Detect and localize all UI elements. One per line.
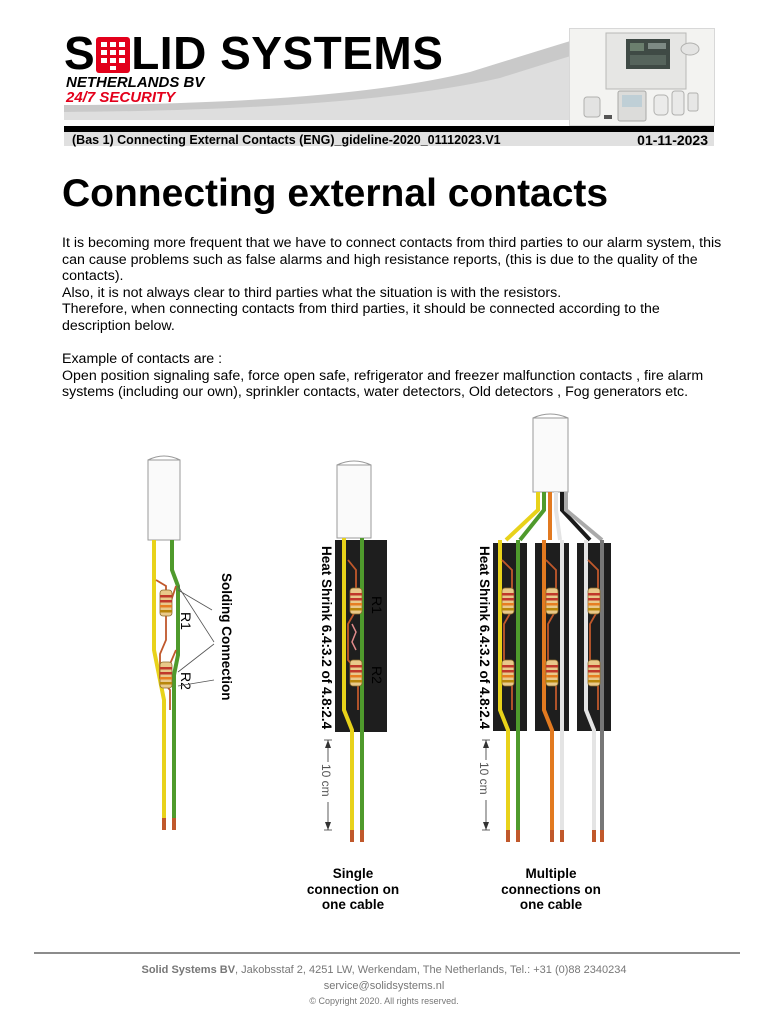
- resistor-r1-icon: [587, 587, 601, 615]
- footer-address-text: , Jakobsstaf 2, 4251 LW, Werkendam, The …: [235, 964, 627, 976]
- footer-company: Solid Systems BV: [141, 964, 236, 976]
- header-swoosh-graphic: [64, 30, 714, 120]
- solding-connection-diagram: R1 R2 Solding Connection: [147, 455, 234, 830]
- resistor-r1-icon: [545, 587, 559, 615]
- document-info-bar: (Bas 1) Connecting External Contacts (EN…: [64, 126, 714, 148]
- multiple-connection-diagram: Heat Shrink 6.4:3.2 of 4.8:2.4 10 cm: [477, 413, 611, 842]
- wiring-diagram: R1 R2 Solding Connection R1 R2 Heat Shri…: [147, 413, 611, 842]
- logo-subtitle-security: 24/7 SECURITY: [66, 89, 176, 106]
- resistor-r2-icon: [501, 659, 515, 687]
- document-reference: (Bas 1) Connecting External Contacts (EN…: [72, 133, 501, 147]
- heat-shrink-label: Heat Shrink 6.4:3.2 of 4.8:2.4: [319, 546, 334, 730]
- examples-list: Open position signaling safe, force open…: [62, 367, 704, 401]
- resistor-r2-icon: [587, 659, 601, 687]
- examples-heading: Example of contacts are :: [62, 351, 223, 367]
- single-connection-diagram: R1 R2 Heat Shrink 6.4:3.2 of 4.8:2.4 10 …: [319, 460, 387, 842]
- alarm-equipment-photo: [569, 28, 715, 126]
- footer-email-link[interactable]: service@solidsystems.nl: [323, 980, 445, 992]
- logo-wordmark: LID SYSTEMS: [131, 27, 444, 79]
- solding-connection-label: Solding Connection: [219, 573, 234, 701]
- intro-text: It is becoming more frequent that we hav…: [62, 235, 722, 334]
- resistor-r2-icon: [545, 659, 559, 687]
- heat-shrink-label: Heat Shrink 6.4:3.2 of 4.8:2.4: [477, 546, 492, 730]
- document-date: 01-11-2023: [637, 132, 708, 148]
- r2-label: R2: [178, 672, 194, 690]
- resistor-r1-icon: [349, 587, 363, 615]
- intro-paragraph-3: Therefore, when connecting contacts from…: [62, 301, 660, 334]
- r1-label: R1: [369, 596, 385, 614]
- resistor-r1-icon: [501, 587, 515, 615]
- length-label: 10 cm: [477, 762, 491, 795]
- caption-multiple-connections: Multiple connections on one cable: [501, 866, 601, 912]
- resistor-r2-icon: [159, 661, 173, 689]
- examples-text: Example of contacts are : Open position …: [62, 351, 722, 401]
- page-title: Connecting external contacts: [62, 172, 609, 215]
- length-label: 10 cm: [319, 764, 333, 797]
- footer-divider: [34, 952, 740, 954]
- resistor-r2-icon: [349, 659, 363, 687]
- resistor-r1-icon: [159, 589, 173, 617]
- r1-label: R1: [178, 612, 194, 630]
- footer-copyright: © Copyright 2020. All rights reserved.: [309, 996, 459, 1006]
- page-header: S LID SYSTEMS NETHERLANDS BV 24/7 SECURIT…: [0, 0, 768, 150]
- caption-single-connection: Single connection on one cable: [306, 866, 400, 912]
- intro-paragraph-2: Also, it is not always clear to third pa…: [62, 284, 562, 301]
- intro-paragraph-1: It is becoming more frequent that we hav…: [62, 235, 722, 284]
- logo-letter-s: S: [64, 27, 96, 79]
- keypad-logo-icon: [96, 37, 131, 73]
- footer-address: Solid Systems BV, Jakobsstaf 2, 4251 LW,…: [0, 964, 768, 976]
- r2-label: R2: [369, 666, 385, 684]
- company-logo: S LID SYSTEMS NETHERLANDS BV 24/7 SECURIT…: [64, 30, 504, 110]
- logo-subtitle-country: NETHERLANDS BV: [66, 74, 205, 91]
